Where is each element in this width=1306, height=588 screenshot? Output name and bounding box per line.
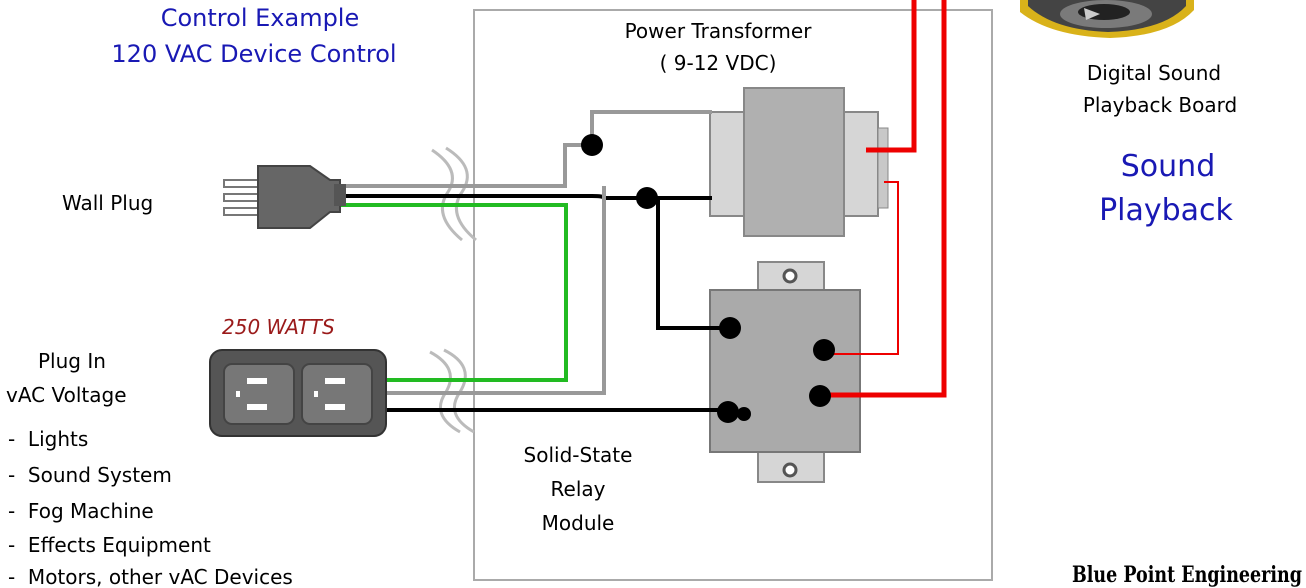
device-list-item: - Sound System <box>8 463 172 487</box>
device-list-item: - Effects Equipment <box>8 533 211 557</box>
sound-playback-line-2: Playback <box>1099 193 1233 228</box>
title-line-2: 120 VAC Device Control <box>111 40 396 68</box>
speaker-icon <box>1020 0 1194 38</box>
brand-name: Blue Point Engineering <box>1072 562 1302 588</box>
relay-label-line-1: Solid-State <box>524 443 633 467</box>
solid-state-relay <box>709 261 861 483</box>
junction-dot <box>719 317 741 339</box>
relay-label-line-2: Relay <box>551 477 606 501</box>
wall-plug-icon <box>223 165 346 229</box>
junction-dot <box>809 385 831 407</box>
device-list-item: - Lights <box>8 427 88 451</box>
device-list-item: - Fog Machine <box>8 499 154 523</box>
wire-red-thin <box>824 181 899 355</box>
power-outlet-icon <box>209 349 387 437</box>
wire-gray-outlet <box>384 186 606 395</box>
transformer-label-line-1: Power Transformer <box>625 19 813 43</box>
device-list-item: - Motors, other vAC Devices <box>8 565 293 588</box>
wattage-label: 250 WATTS <box>222 315 335 339</box>
wire-break-top <box>431 146 477 242</box>
outlet-label-line-2: vAC Voltage <box>6 383 127 407</box>
wire-red-thick-top <box>866 0 917 153</box>
wire-green-plug <box>292 203 568 382</box>
junction-dot <box>813 339 835 361</box>
sound-board-label-line-1: Digital Sound <box>1087 61 1221 85</box>
sound-playback-line-1: Sound <box>1121 149 1215 184</box>
junction-dot <box>717 401 739 423</box>
wire-red-thick-bottom <box>818 0 947 398</box>
sound-board-label-line-2: Playback Board <box>1083 93 1237 117</box>
wall-plug-label: Wall Plug <box>62 191 153 215</box>
power-transformer <box>709 87 889 237</box>
wire-gray-plug <box>292 110 712 188</box>
relay-label-line-3: Module <box>542 511 615 535</box>
transformer-label-line-2: ( 9-12 VDC) <box>660 51 777 75</box>
outlet-label-line-1: Plug In <box>38 349 106 373</box>
title-line-1: Control Example <box>161 4 360 32</box>
junction-dot <box>581 134 603 156</box>
junction-dot <box>636 187 658 209</box>
junction-dot <box>737 407 751 421</box>
